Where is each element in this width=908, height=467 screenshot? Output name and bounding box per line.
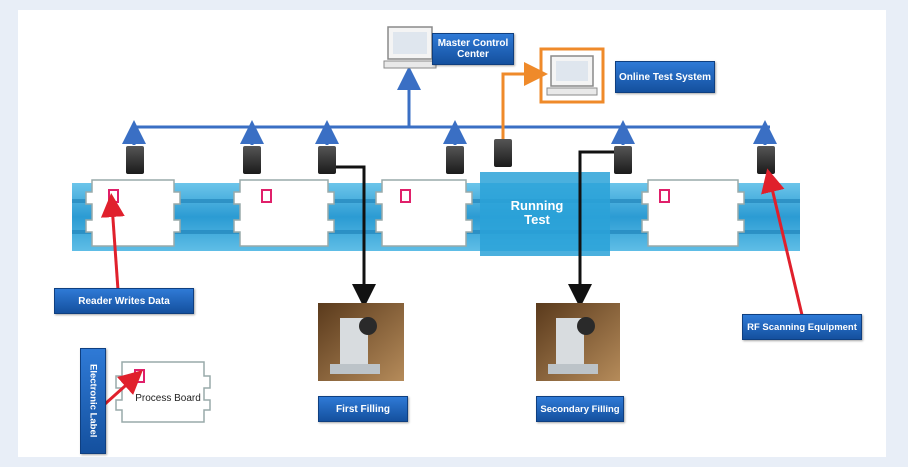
master-control-label: Master Control Center (432, 33, 514, 65)
rfid-reader-5 (494, 139, 512, 167)
process-board-4 (641, 179, 745, 247)
first-filling-photo (318, 303, 404, 381)
running-test-label: Running Test (510, 198, 564, 227)
rf-scanning-label: RF Scanning Equipment (742, 314, 862, 340)
first-filling-link (336, 165, 376, 308)
online-test-computer-icon (546, 55, 598, 96)
master-control-computer-icon (383, 26, 437, 69)
process-board-2 (233, 179, 335, 247)
electronic-label-4 (659, 189, 670, 203)
electronic-label-legend: Electronic Label (80, 348, 106, 454)
running-test-block (480, 172, 610, 256)
rfid-reader-2 (243, 146, 261, 174)
process-board-3 (375, 179, 473, 247)
rfid-reader-4 (446, 146, 464, 174)
secondary-filling-photo (536, 303, 620, 381)
rfid-reader-1 (126, 146, 144, 174)
process-board-label: Process Board (135, 393, 201, 404)
process-board-1 (85, 179, 181, 247)
rfid-reader-7 (757, 146, 775, 174)
electronic-label-text: Electronic Label (87, 364, 99, 438)
secondary-filling-link (568, 150, 614, 308)
rfid-reader-3 (318, 146, 336, 174)
secondary-filling-label: Secondary Filling (536, 396, 624, 422)
rf-scanning-arrow (761, 168, 804, 316)
electronic-label-2 (261, 189, 272, 203)
online-test-frame (539, 47, 605, 104)
reader-writes-arrow (100, 193, 125, 291)
reader-writes-label: Reader Writes Data (54, 288, 194, 314)
electronic-label-3 (400, 189, 411, 203)
legend-process-board (115, 361, 211, 423)
rfid-reader-6 (614, 146, 632, 174)
online-test-link (501, 62, 548, 139)
first-filling-label: First Filling (318, 396, 408, 422)
online-test-label: Online Test System (615, 61, 715, 93)
